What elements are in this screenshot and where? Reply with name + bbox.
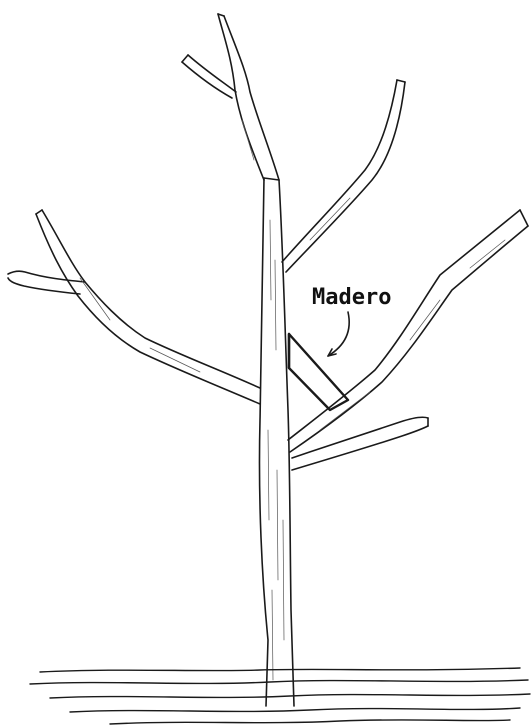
- branch-right-long: [288, 210, 528, 452]
- branch-upper-right: [282, 80, 405, 272]
- callout-label: Madero: [312, 285, 391, 310]
- branch-top-leader: [182, 14, 279, 180]
- tree-trunk: [259, 178, 294, 706]
- branch-right-lower: [292, 417, 428, 470]
- branch-left: [8, 210, 260, 404]
- callout-arrow: [328, 312, 349, 356]
- wood-brace: [289, 334, 348, 410]
- ground-lines: [30, 668, 530, 724]
